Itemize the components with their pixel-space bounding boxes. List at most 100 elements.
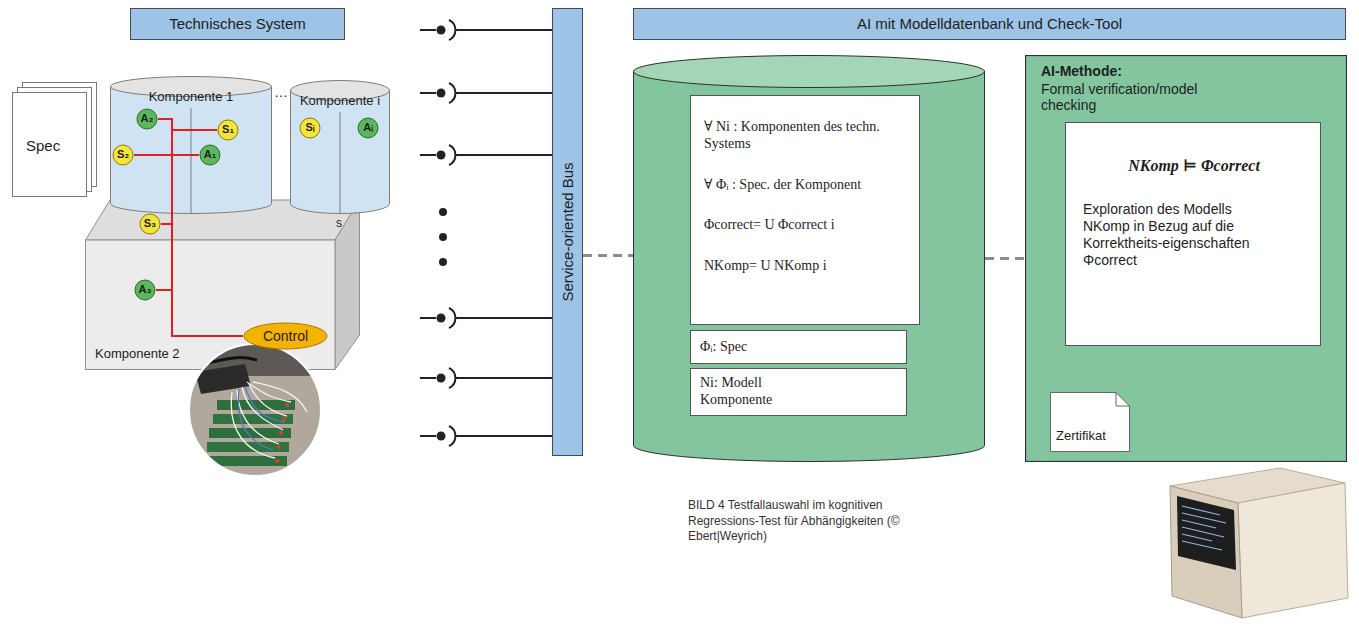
cylinder-top [634,56,985,88]
sensor-fill [218,120,238,140]
text-area: ∀ Ni : Komponenten des techn. Systems ∀ Φ… [704,119,908,325]
text-area: AI mit Modelldatenbank und Check-Tool [633,8,1346,40]
hardware-photo [187,342,323,478]
text-area: NKomp ⊨ ΦcorrectExploration des Modells … [1083,156,1305,346]
node-text: A₂ [141,112,154,125]
ellipsis-dots [439,208,447,266]
node-text: Zertifikat [1056,428,1106,444]
node-text: Formal verification/model checking [1041,81,1241,113]
sensor-fill [140,214,160,234]
text-area: A₁ [199,144,221,166]
actuator-fill [200,145,220,165]
photo-content [187,342,323,478]
header-band: AI mit Modelldatenbank und Check-Tool [633,8,1346,40]
actuator-circle: A₂ [136,108,158,130]
text-area: A₃ [134,279,156,301]
text-area: S₂ [112,144,134,166]
text-area: A₂ [136,108,158,130]
control-ellipse: Control [243,322,328,350]
text-area: Service-oriented Bus [552,8,583,456]
service-bus: Service-oriented Bus [552,8,583,456]
node-text: S₁ [222,123,234,136]
node-text: Control [263,328,308,345]
actuator-circle: Aᵢ [357,117,379,139]
text-area: S₁ [217,119,239,141]
node-text: Technisches System [169,15,306,33]
check-box: NKomp ⊨ ΦcorrectExploration des Modells … [1065,122,1321,346]
node-text: A₃ [138,283,151,296]
node-text: Exploration des Modells NKomp in Bezug a… [1083,201,1263,268]
node-text: Komponente i [300,93,380,109]
node-text: Φcorrect= U Φcorrect i [704,217,835,234]
text-area: Aᵢ [357,117,379,139]
check-box-outline [1065,122,1321,346]
sensor-circle: Sᵢ [299,117,321,139]
cylinder-divider [191,108,192,213]
text-area: Technisches System [130,8,345,40]
sensor-circle: S₁ [217,119,239,141]
text-area: Ni: Modell Komponente [700,368,907,416]
node-text: ∀ Φᵢ : Spec. der Komponent [704,177,861,194]
header-band: Technisches System [130,8,345,40]
box-fill [691,369,907,416]
cylinder-body [634,71,985,462]
model-database: ∀ Ni : Komponenten des techn. Systems ∀ Φ… [633,55,985,462]
model-box: Ni: Modell Komponente [690,368,907,416]
node-text: Service-oriented Bus [559,162,577,301]
box-top [86,200,360,240]
spec-document: Spec [12,82,97,197]
box-front [86,240,336,370]
node-text: AI-Methode: [1041,63,1122,79]
box-fill [691,96,920,325]
component-box: Komponente 2 S₃ A₃ Control [85,195,360,370]
cylinder-body [111,86,272,214]
certificate-document: Zertifikat [1050,392,1130,452]
dashed-connector [985,257,1025,260]
node-text: Φᵢ: Spec [700,339,747,356]
text-area: S₃ [139,213,161,235]
plug-dots [437,26,446,441]
component-cylinder: Komponente 1 A₂ S₁ S₂ A₁ [110,76,272,214]
band-fill [131,9,345,40]
node-text: S₂ [117,148,129,161]
formula-box: ∀ Ni : Komponenten des techn. Systems ∀ Φ… [690,95,920,325]
box-fill [691,331,907,364]
actuator-fill [137,109,157,129]
node-text: AI mit Modelldatenbank und Check-Tool [857,15,1122,33]
text-area: Komponente i [293,93,387,214]
node-text: Komponente 2 [95,346,180,362]
actuator-fill [135,280,155,300]
ai-method-box: AI-Methode: Formal verification/model che… [1025,55,1347,462]
text-area: Zertifikat [1056,392,1124,444]
sensor-fill [300,118,320,138]
actuator-fill [358,118,378,138]
text-area: Spec [26,94,83,197]
cylinder-divider [340,112,341,213]
check-tool-device [1150,458,1355,622]
document-page [13,93,87,197]
ellipsis-label: … [274,84,288,101]
node-text: Spec [26,137,60,155]
actuator-circle: A₁ [199,144,221,166]
ellipse-fill [244,323,327,349]
spec-box: Φᵢ: Spec [690,330,907,364]
node-text: Komponente 1 [149,89,234,105]
node-text: NKomp ⊨ Φcorrect [1128,156,1260,175]
node-text: Sᵢ [306,121,315,134]
sensor-circle: S₃ [139,213,161,235]
node-text: A₁ [204,148,217,161]
node-text: ∀ Ni : Komponenten des techn. Systems [704,119,908,153]
dashed-connector [583,254,633,257]
paper-fold [1116,393,1130,407]
text-area: Φᵢ: Spec [700,330,907,364]
node-text: Aᵢ [363,121,373,134]
text-area: Control [243,322,328,350]
band-fill [634,9,1346,40]
corner-label: s [336,216,342,230]
component-cylinder: Komponente i Sᵢ Aᵢ [290,80,390,214]
sensor-fill [113,145,133,165]
text-area: Komponente 1 [114,89,268,214]
text-area: Sᵢ [299,117,321,139]
